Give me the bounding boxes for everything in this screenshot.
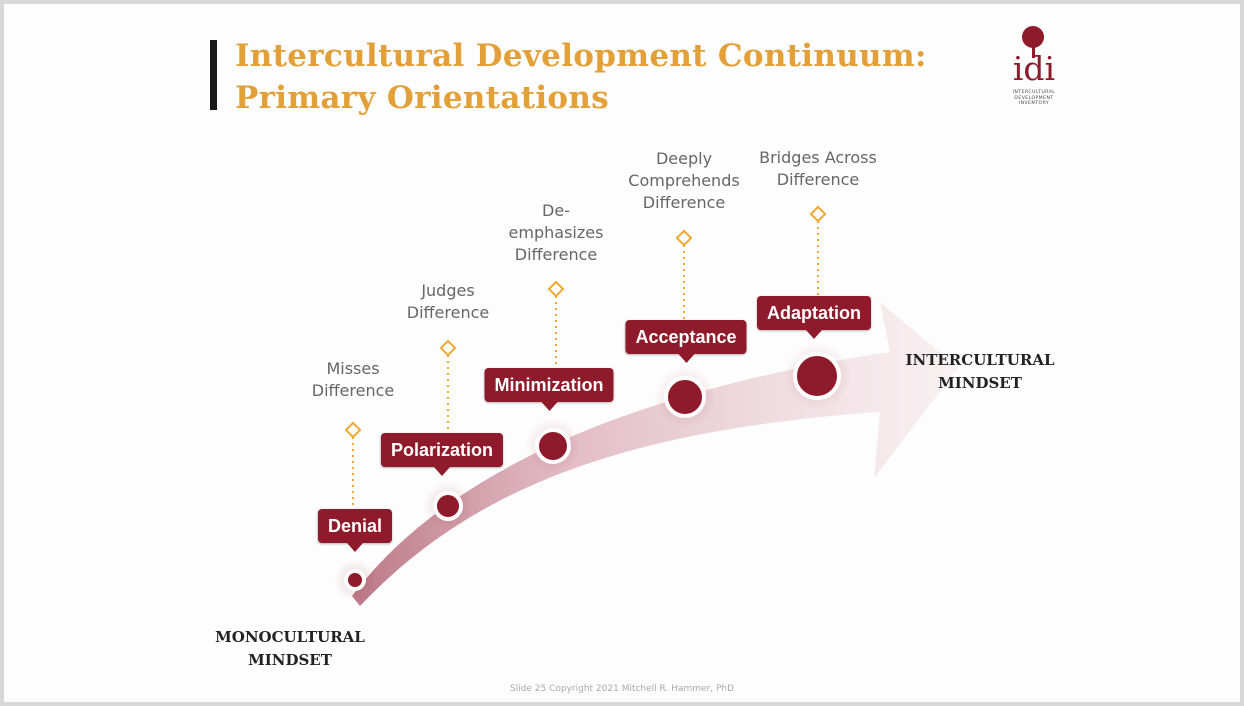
monocultural-line-2: MINDSET <box>248 651 332 669</box>
minimization-description-line: emphasizes <box>508 223 604 242</box>
intercultural-line-2: MINDSET <box>938 374 1022 392</box>
adaptation-description-line: Difference <box>776 170 860 189</box>
logo-subtext: INTERCULTURAL DEVELOPMENT INVENTORY <box>1012 90 1056 106</box>
acceptance-description-line: Deeply <box>655 149 713 168</box>
adaptation-diamond-icon <box>809 205 827 223</box>
polarization-description-line: Difference <box>406 303 490 322</box>
stage-label-polarization: Polarization <box>380 433 504 476</box>
denial-node <box>344 569 366 591</box>
logo-text: idi <box>1012 49 1056 88</box>
denial-description-line: Difference <box>311 381 395 400</box>
intercultural-mindset-label: INTERCULTURAL MINDSET <box>880 349 1080 395</box>
minimization-description-line: De- <box>542 201 570 220</box>
minimization-node <box>535 428 571 464</box>
adaptation-node <box>793 352 841 400</box>
slide-title-line-2: Primary Orientations <box>235 80 609 116</box>
acceptance-diamond-icon <box>675 229 693 247</box>
minimization-diamond-icon <box>547 280 565 298</box>
monocultural-line-1: MONOCULTURAL <box>215 628 365 646</box>
denial-description-line: Misses <box>326 359 380 378</box>
stage-label-denial: Denial <box>317 509 393 552</box>
title-accent-bar <box>210 40 217 110</box>
slide-footer: Slide 25 Copyright 2021 Mitchell R. Hamm… <box>509 684 735 694</box>
polarization-description-line: Judges <box>421 281 475 300</box>
stage-label-minimization: Minimization <box>484 368 614 411</box>
polarization-diamond-icon <box>439 339 457 357</box>
idi-logo: idi INTERCULTURAL DEVELOPMENT INVENTORY <box>1002 26 1066 122</box>
intercultural-line-1: INTERCULTURAL <box>905 351 1055 369</box>
acceptance-node <box>664 376 706 418</box>
stage-label-adaptation: Adaptation <box>757 296 871 339</box>
polarization-node <box>433 491 463 521</box>
logo-stem <box>1032 46 1035 58</box>
adaptation-description-line: Bridges Across <box>759 148 877 167</box>
acceptance-description-line: Difference <box>642 193 726 212</box>
logo-dot-icon <box>1022 26 1044 48</box>
slide-title-line-1: Intercultural Development Continuum: <box>235 38 927 74</box>
monocultural-mindset-label: MONOCULTURAL MINDSET <box>200 626 380 672</box>
minimization-description-line: Difference <box>514 245 598 264</box>
denial-diamond-icon <box>344 421 362 439</box>
acceptance-description-line: Comprehends <box>628 171 740 190</box>
stage-label-acceptance: Acceptance <box>625 320 747 363</box>
